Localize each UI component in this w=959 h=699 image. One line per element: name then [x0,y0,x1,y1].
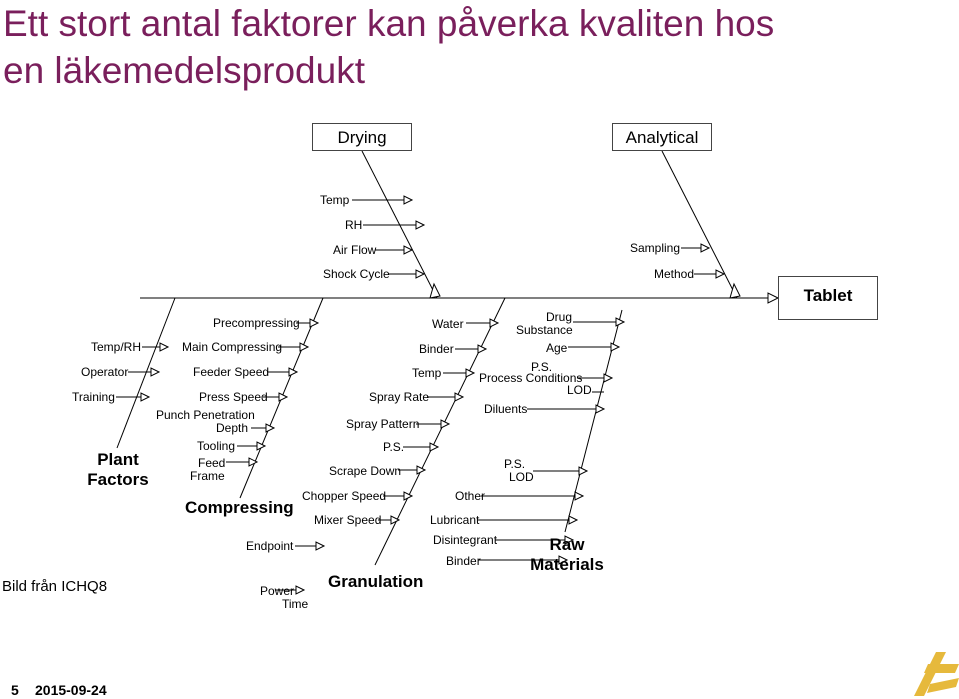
compressing-cause-endpoint: Endpoint [246,539,294,553]
raw-cause-ps-1: P.S. [531,360,553,374]
raw-cause-lod-2: LOD [509,470,534,484]
granulation-cause-spray-pattern: Spray Pattern [346,417,420,431]
analytical-cause-method: Method [654,267,695,281]
analytical-cause-sampling: Sampling [630,241,681,255]
compressing-cause-press-speed: Press Speed [199,390,268,404]
title-line-2: en läkemedelsprodukt [3,50,365,91]
drying-cause-temp: Temp [320,193,350,207]
tablet-label: Tablet [803,286,853,305]
drying-cause-air-flow: Air Flow [333,243,377,257]
raw-cause-disintegrant: Disintegrant [433,533,498,547]
raw-cause-diluents: Diluents [484,402,528,416]
page-number: 5 [11,682,19,698]
plant-cause-training: Training [72,390,115,404]
compressing-cause-tooling: Tooling [197,439,236,453]
granulation-cause-ps: P.S. [383,440,405,454]
title-line-1: Ett stort antal faktorer kan påverka kva… [3,3,775,44]
compressing-cause-feeder-speed: Feeder Speed [193,365,270,379]
raw-cause-other: Other [455,489,486,503]
footer-date: 2015-09-24 [35,682,107,698]
granulation-cause-spray-rate: Spray Rate [369,390,430,404]
granulation-cause-scrape-down: Scrape Down [329,464,402,478]
drying-cause-rh: RH [345,218,363,232]
compressing-cause-frame: Frame [190,469,225,483]
drying-cause-shock-cycle: Shock Cycle [323,267,390,281]
raw-cause-binder: Binder [446,554,481,568]
drying-label: Drying [337,128,387,147]
raw-cause-lod-1: LOD [567,383,592,397]
raw-cause-ps-2: P.S. [504,457,526,471]
granulation-label: Granulation [328,572,424,591]
raw-cause-process-conditions: Process Conditions [479,371,583,385]
compressing-cause-punch-penetration: Punch Penetration [156,408,255,422]
granulation-cause-mixer-speed: Mixer Speed [314,513,382,527]
plant-cause-operator: Operator [81,365,129,379]
compressing-cause-time: Time [282,597,309,611]
compressing-cause-power: Power [260,584,295,598]
analytical-box: Analytical [612,123,712,151]
raw-cause-lubricant: Lubricant [430,513,480,527]
compressing-cause-main-compressing: Main Compressing [182,340,283,354]
drying-box: Drying [312,123,412,151]
granulation-cause-chopper-speed: Chopper Speed [302,489,387,503]
raw-materials-label: Raw Materials [530,535,604,574]
granulation-cause-binder: Binder [419,342,454,356]
plant-factors-label: Plant Factors [87,450,149,489]
compressing-label: Compressing [185,498,294,517]
compressing-cause-feed: Feed [198,456,226,470]
compressing-cause-precompressing: Precompressing [213,316,300,330]
granulation-cause-temp: Temp [412,366,442,380]
slide-title: Ett stort antal faktorer kan påverka kva… [3,0,953,94]
analytical-label: Analytical [625,128,699,147]
raw-cause-substance: Substance [516,323,573,337]
raw-cause-drug: Drug [546,310,573,324]
granulation-cause-water: Water [432,317,464,331]
plant-cause-temp-rh: Temp/RH [91,340,142,354]
source-note: Bild från ICHQ8 [2,578,108,595]
compressing-cause-depth: Depth [216,421,249,435]
raw-cause-age: Age [546,341,568,355]
tablet-box: Tablet [778,276,878,320]
